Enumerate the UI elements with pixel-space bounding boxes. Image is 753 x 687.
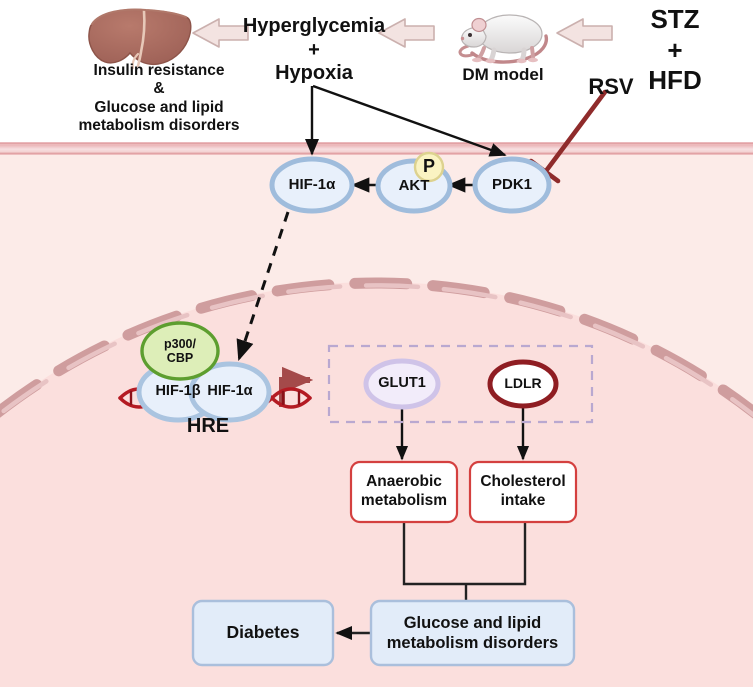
node-hif1a-cyto xyxy=(269,156,355,214)
node-phospho xyxy=(413,151,445,183)
node-pdk1 xyxy=(472,156,552,214)
node-hif1a-nuc xyxy=(188,361,272,423)
connector-effects-to-disorders xyxy=(402,523,527,586)
box-metabolism-disorders xyxy=(369,599,576,667)
block-arrow-left-icon-2 xyxy=(378,18,435,48)
label-dm-model: DM model xyxy=(462,65,544,84)
node-glut1 xyxy=(363,358,441,410)
box-diabetes xyxy=(191,599,335,667)
liver-icon xyxy=(88,8,192,70)
box-cholesterol-intake xyxy=(468,460,578,524)
arrow-hypoxia-to-pdk1 xyxy=(312,84,507,157)
block-arrow-left-icon-3 xyxy=(192,18,249,48)
node-p300-cbp xyxy=(140,321,220,381)
label-cholesterol-intake: Cholesterol intake xyxy=(480,473,566,509)
label-insulin-resistance: Insulin resistance & Glucose and lipid m… xyxy=(78,62,240,134)
block-arrow-left-icon-1 xyxy=(556,18,613,48)
label-hre: HRE xyxy=(186,415,230,437)
nuclear-envelope-icon xyxy=(0,277,753,419)
label-diabetes: Diabetes xyxy=(226,622,300,643)
box-anaerobic-metabolism xyxy=(349,460,459,524)
arrow-hif1a-translocation xyxy=(236,211,290,361)
label-hyperglycemia-hypoxia: Hyperglycemia + Hypoxia xyxy=(242,15,386,85)
node-ldlr xyxy=(487,359,559,409)
label-anaerobic-metabolism: Anaerobic metabolism xyxy=(360,473,448,509)
target-gene-box xyxy=(327,344,594,424)
rat-icon xyxy=(458,14,549,64)
label-metabolism-disorders: Glucose and lipid metabolism disorders xyxy=(386,613,559,652)
label-stz-hfd: STZ + HFD xyxy=(648,4,702,96)
label-rsv: RSV xyxy=(588,74,634,99)
